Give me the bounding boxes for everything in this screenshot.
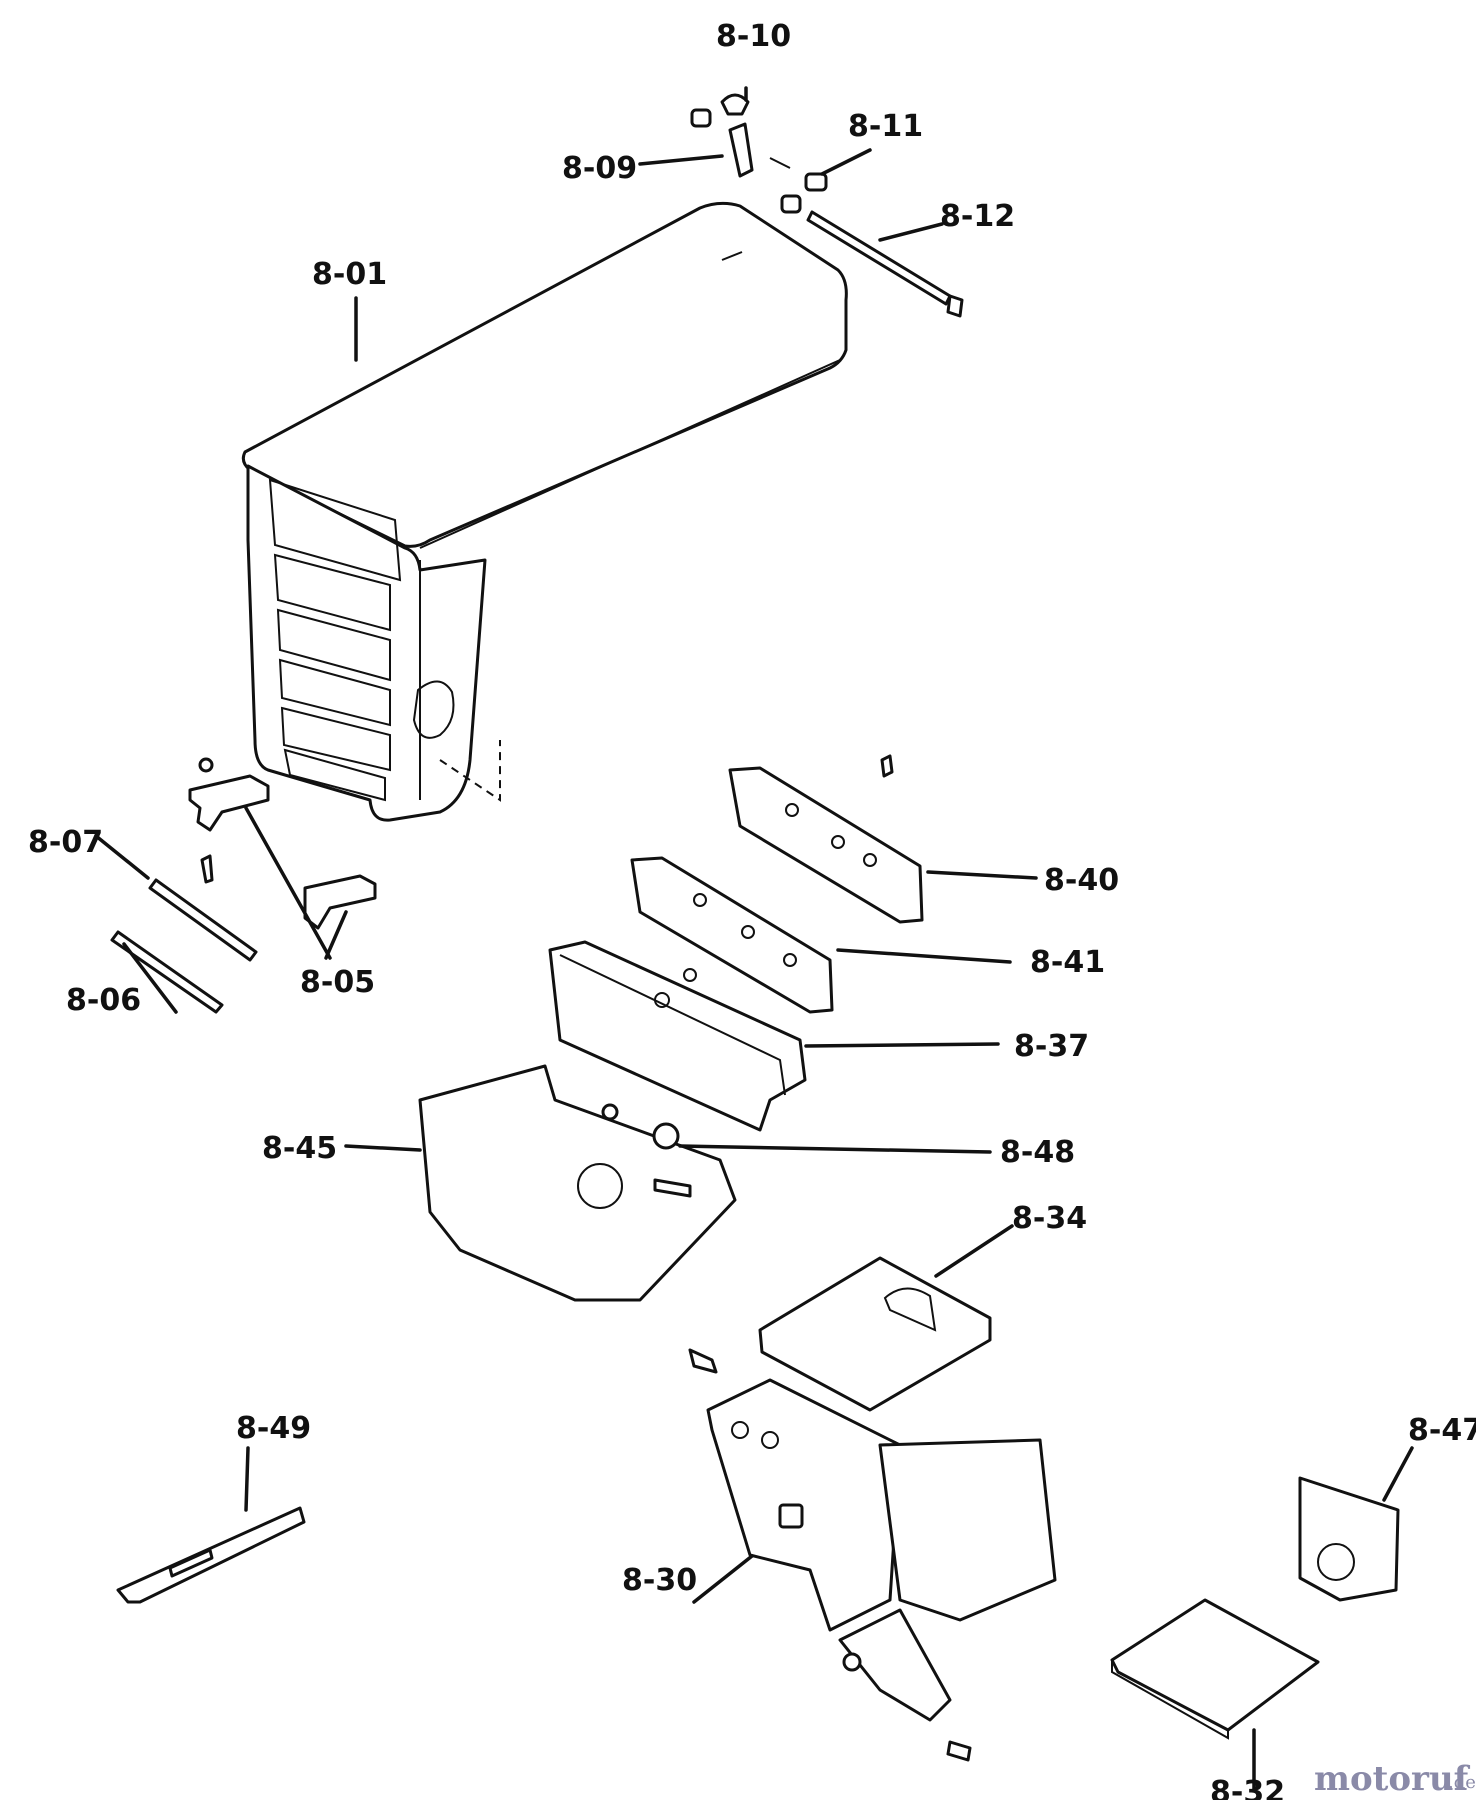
leader-lines: [94, 86, 1414, 1792]
part-weight-bracket: [548, 940, 807, 1132]
part-mount-plate: [758, 1256, 992, 1412]
label-8-34: 8-34: [1012, 1201, 1087, 1236]
label-8-05: 8-05: [300, 965, 375, 1000]
watermark-brand: motoruf: [1314, 1759, 1471, 1799]
part-latch-hardware: [690, 93, 964, 318]
label-8-09: 8-09: [562, 151, 637, 186]
label-8-37: 8-37: [1014, 1029, 1089, 1064]
part-hood: [241, 201, 848, 822]
part-front-tray: [418, 1064, 737, 1302]
label-8-10: 8-10: [716, 19, 791, 54]
label-8-41: 8-41: [1030, 945, 1105, 980]
label-8-40: 8-40: [1044, 863, 1119, 898]
label-8-48: 8-48: [1000, 1135, 1075, 1170]
part-frame: [688, 1348, 1057, 1762]
watermark-logo: motoruf .de: [1314, 1759, 1476, 1799]
part-labels: 8-01 8-05 8-06 8-07 8-09 8-10 8-11 8-12 …: [28, 19, 1476, 1800]
label-8-32: 8-32: [1210, 1775, 1285, 1800]
label-8-45: 8-45: [262, 1131, 337, 1166]
label-8-07: 8-07: [28, 825, 103, 860]
watermark-suffix: .de: [1448, 1772, 1476, 1793]
part-support-bar: [116, 1506, 306, 1604]
part-floor-plate: [1110, 1598, 1320, 1740]
label-8-01: 8-01: [312, 257, 387, 292]
label-8-47: 8-47: [1408, 1413, 1476, 1448]
label-8-49: 8-49: [236, 1411, 311, 1446]
part-weight-plates: [630, 754, 924, 1014]
label-8-30: 8-30: [622, 1563, 697, 1598]
label-8-11: 8-11: [848, 109, 923, 144]
label-8-12: 8-12: [940, 199, 1015, 234]
part-rods: [110, 878, 258, 1014]
label-8-06: 8-06: [66, 983, 141, 1018]
part-brackets: [188, 757, 377, 930]
part-side-bracket: [1298, 1476, 1400, 1602]
